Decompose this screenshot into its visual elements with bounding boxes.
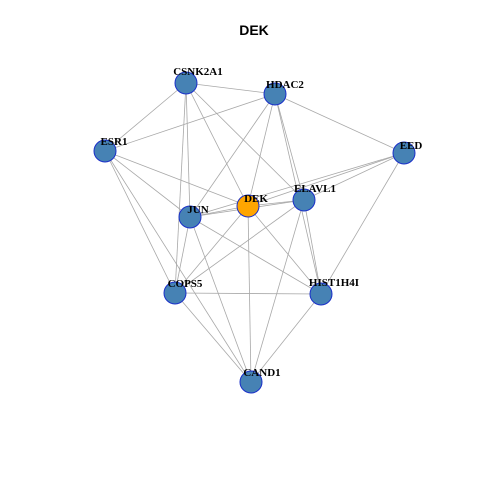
node-cand1[interactable] <box>239 370 263 394</box>
node-label-esr1: ESR1 <box>101 136 128 148</box>
edge-csnk2a1-esr1 <box>104 82 187 152</box>
edge-csnk2a1-jun <box>185 82 191 218</box>
edge-eed-jun <box>189 152 405 218</box>
edge-esr1-jun <box>104 150 191 218</box>
edge-dek-hist1h4i <box>247 205 322 295</box>
node-csnk2a1[interactable] <box>174 71 198 95</box>
node-jun[interactable] <box>178 205 202 229</box>
edge-hdac2-esr1 <box>104 93 276 152</box>
edge-esr1-cops5 <box>104 150 176 294</box>
edge-csnk2a1-cops5 <box>174 82 187 294</box>
edge-jun-hist1h4i <box>189 216 322 295</box>
node-label-eed: EED <box>400 140 423 152</box>
edge-layer <box>104 82 405 383</box>
node-hdac2[interactable] <box>263 82 287 106</box>
edge-dek-cand1 <box>247 205 252 383</box>
edge-hdac2-jun <box>189 93 276 218</box>
graph-title: DEK <box>239 22 269 38</box>
node-label-csnk2a1: CSNK2A1 <box>173 66 223 78</box>
node-esr1[interactable] <box>93 139 117 163</box>
node-dek[interactable] <box>236 194 260 218</box>
edge-esr1-dek <box>104 150 249 207</box>
node-label-jun: JUN <box>187 204 208 216</box>
edge-jun-cops5 <box>174 216 191 294</box>
edge-hdac2-dek <box>247 93 276 207</box>
node-label-elavl1: ELAVL1 <box>294 183 336 195</box>
edge-dek-cops5 <box>174 205 249 294</box>
edge-elavl1-cand1 <box>250 199 305 383</box>
edge-cops5-cand1 <box>174 292 252 383</box>
edge-csnk2a1-hdac2 <box>185 82 276 95</box>
edge-esr1-cand1 <box>104 150 252 383</box>
edge-eed-dek <box>247 152 405 207</box>
node-hist1h4i[interactable] <box>309 282 333 306</box>
edge-hdac2-eed <box>274 93 405 154</box>
edge-eed-hist1h4i <box>320 152 405 295</box>
edge-hdac2-elavl1 <box>274 93 305 201</box>
node-cops5[interactable] <box>163 281 187 305</box>
edge-hist1h4i-cand1 <box>250 293 322 383</box>
node-label-cand1: CAND1 <box>243 367 280 379</box>
node-label-dek: DEK <box>244 193 268 205</box>
node-label-cops5: COPS5 <box>168 278 203 290</box>
edge-eed-elavl1 <box>303 152 405 201</box>
edge-jun-cand1 <box>189 216 252 383</box>
node-elavl1[interactable] <box>292 188 316 212</box>
node-layer <box>93 71 416 394</box>
node-eed[interactable] <box>392 141 416 165</box>
edge-csnk2a1-dek <box>185 82 249 207</box>
edge-cops5-hist1h4i <box>174 292 322 295</box>
edge-csnk2a1-elavl1 <box>185 82 305 201</box>
node-label-hdac2: HDAC2 <box>266 79 304 91</box>
node-label-hist1h4i: HIST1H4I <box>309 277 359 289</box>
edge-elavl1-hist1h4i <box>303 199 322 295</box>
